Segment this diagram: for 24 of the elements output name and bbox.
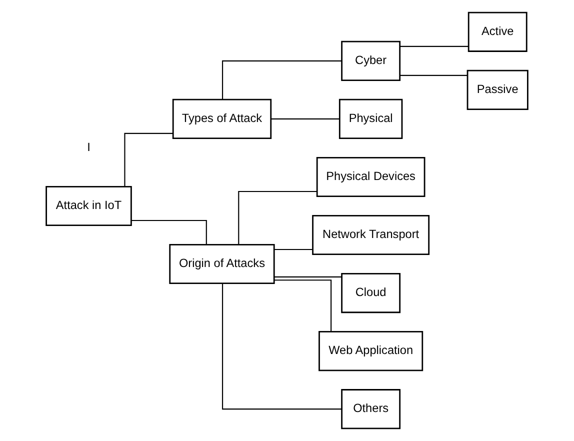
connector bbox=[222, 60, 342, 100]
node-box: Origin of Attacks bbox=[169, 244, 275, 284]
node-box: Cloud bbox=[341, 273, 401, 314]
label: I bbox=[87, 140, 90, 154]
connector bbox=[400, 46, 468, 47]
connector bbox=[222, 284, 342, 410]
node-box: Attack in IoT bbox=[46, 186, 132, 226]
connector bbox=[238, 190, 318, 245]
node-box: Others bbox=[341, 389, 401, 430]
node-box: Types of Attack bbox=[172, 98, 272, 139]
connector bbox=[274, 280, 332, 332]
connector bbox=[124, 132, 174, 187]
connector bbox=[131, 220, 207, 244]
node-box: Cyber bbox=[341, 40, 401, 81]
node-box: Passive bbox=[466, 70, 528, 110]
node-box: Physical Devices bbox=[316, 156, 426, 198]
connector bbox=[274, 276, 342, 278]
node-box: Network Transport bbox=[312, 214, 430, 256]
node-box: Physical bbox=[338, 98, 403, 139]
connector bbox=[274, 248, 313, 250]
node-box: Active bbox=[468, 12, 528, 52]
connector bbox=[271, 118, 340, 120]
connector bbox=[400, 74, 468, 76]
node-box: Web Application bbox=[318, 331, 424, 372]
